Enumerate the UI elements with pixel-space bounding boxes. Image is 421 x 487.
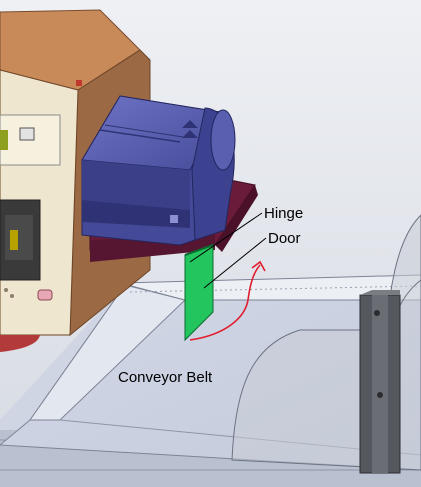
door-leader-line bbox=[203, 237, 267, 289]
release-button bbox=[37, 289, 53, 301]
door-label: Door bbox=[268, 230, 301, 247]
hinge-line bbox=[184, 244, 214, 256]
hinge-label: Hinge bbox=[264, 205, 303, 222]
hinge-leader-line bbox=[189, 212, 263, 263]
conveyor-belt-label: Conveyor Belt bbox=[118, 369, 213, 386]
curved-arrow-up-icon bbox=[189, 264, 261, 341]
